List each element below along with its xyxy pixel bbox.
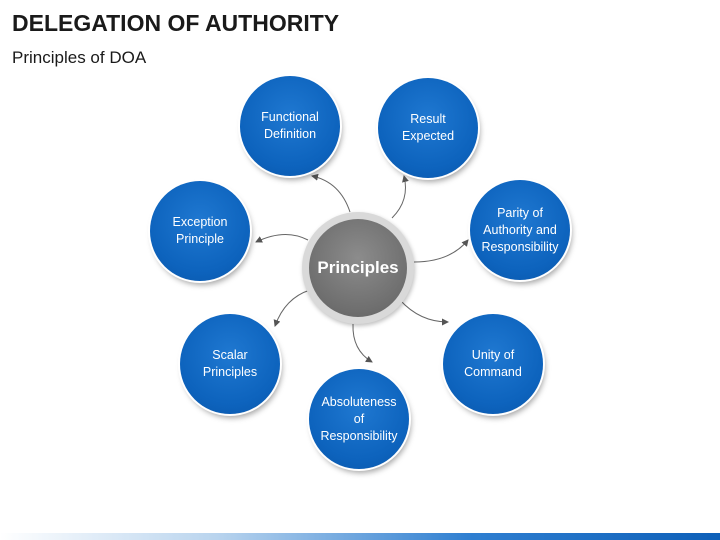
node-label: Exception Principle [172, 215, 228, 246]
center-label: Principles [317, 258, 399, 277]
node-label: Parity of Authority and Responsibility [481, 205, 559, 254]
page-subtitle: Principles of DOA [12, 48, 147, 67]
arrow-to-functional-definition [311, 173, 351, 213]
node-absoluteness: Absoluteness of Responsibility [309, 369, 409, 469]
node-label: Unity of Command [464, 348, 522, 379]
node-label: Scalar Principles [202, 348, 258, 379]
center-node: Principles [309, 219, 407, 317]
arrow-to-unity-of-command [399, 299, 449, 326]
node-parity: Parity of Authority and Responsibility [470, 180, 570, 280]
node-exception: Exception Principle [150, 181, 250, 281]
node-scalar: Scalar Principles [180, 314, 280, 414]
node-label: Functional Definition [261, 110, 319, 141]
bottom-accent-bar [0, 533, 720, 540]
node-label: Result Expected [401, 112, 455, 143]
node-result-expected: Result Expected [378, 78, 478, 178]
arrow-to-result-expected [391, 175, 409, 219]
arrow-to-scalar [273, 289, 311, 327]
node-unity-of-command: Unity of Command [443, 314, 543, 414]
arrow-to-parity [413, 239, 469, 263]
node-functional-definition: Functional Definition [240, 76, 340, 176]
page-title: DELEGATION OF AUTHORITY [12, 10, 340, 36]
arrow-to-absoluteness [352, 323, 373, 363]
arrow-to-exception [255, 234, 309, 243]
node-label: Absoluteness of Responsibility [320, 394, 398, 443]
